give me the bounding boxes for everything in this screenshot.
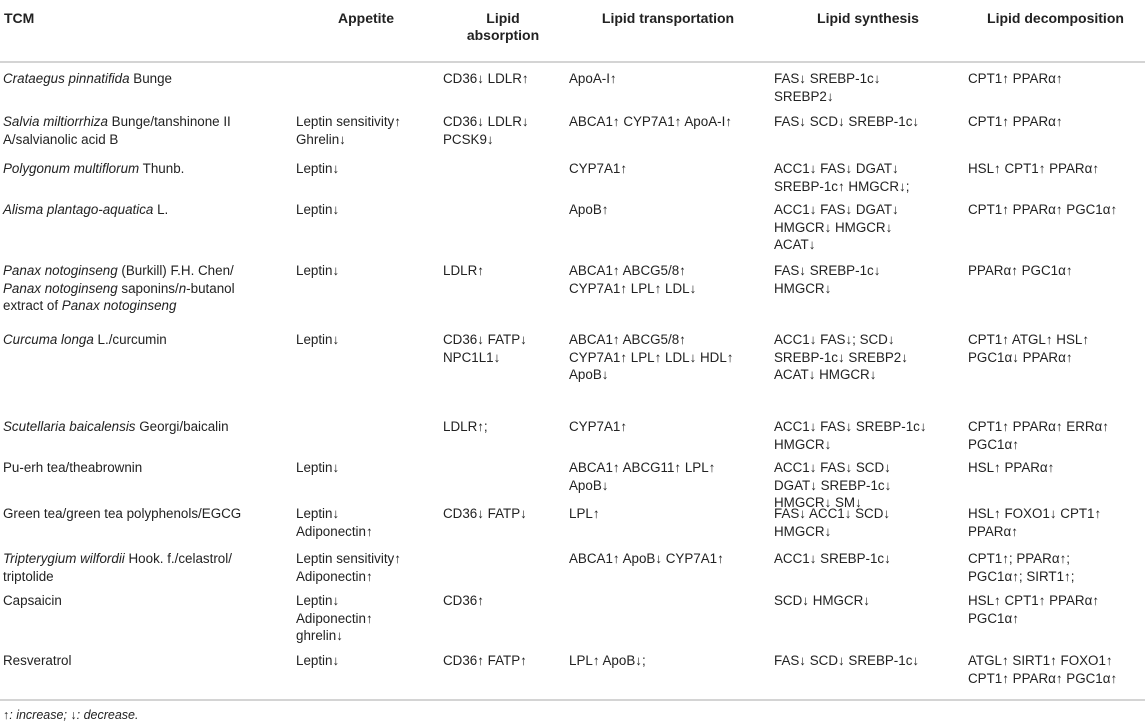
cell-lipid-absorption: LDLR↑; (443, 419, 488, 434)
cell-appetite: Leptin sensitivity↑Adiponectin↑ (296, 551, 401, 584)
table-row: Pu-erh tea/theabrownin Leptin↓ ABCA1↑ ABCG… (0, 453, 1145, 510)
cell-lipid-decomposition: CPT1↑ PPARα↑ (968, 71, 1063, 86)
cell-lipid-transportation: ApoB↑ (569, 202, 609, 217)
cell-lipid-decomposition: CPT1↑ PPARα↑ PGC1α↑ (968, 202, 1118, 217)
cell-lipid-synthesis: ACC1↓ SREBP-1c↓ (774, 551, 891, 566)
cell-tcm: Capsaicin (3, 593, 62, 608)
cell-lipid-transportation: ApoA-I↑ (569, 71, 617, 86)
table-row: Capsaicin Leptin↓Adiponectin↑ghrelin↓ CD36… (0, 586, 1145, 646)
header-tcm: TCM (4, 10, 35, 26)
header-lipid-synthesis: Lipid synthesis (817, 10, 919, 26)
cell-lipid-synthesis: FAS↓ ACC1↓ SCD↓HMGCR↓ (774, 506, 891, 539)
cell-lipid-transportation: ABCA1↑ ApoB↓ CYP7A1↑ (569, 551, 724, 566)
cell-tcm: Panax notoginseng (Burkill) F.H. Chen/Pa… (3, 263, 235, 313)
cell-lipid-absorption: CD36↓ LDLR↑ (443, 71, 529, 86)
header-appetite: Appetite (338, 10, 394, 26)
cell-lipid-transportation: ABCA1↑ ABCG5/8↑CYP7A1↑ LPL↑ LDL↓ HDL↑Apo… (569, 332, 734, 382)
header-lipid-decomposition: Lipid decomposition (987, 10, 1124, 26)
cell-appetite: Leptin↓ (296, 332, 340, 347)
cell-lipid-synthesis: ACC1↓ FAS↓ DGAT↓HMGCR↓ HMGCR↓ACAT↓ (774, 202, 899, 252)
cell-tcm: Tripterygium wilfordii Hook. f./celastro… (3, 551, 232, 584)
cell-tcm: Crataegus pinnatifida Bunge (3, 71, 173, 86)
cell-appetite: Leptin↓ (296, 161, 340, 176)
cell-tcm: Pu-erh tea/theabrownin (3, 460, 143, 475)
cell-lipid-transportation: ABCA1↑ CYP7A1↑ ApoA-I↑ (569, 114, 732, 129)
cell-appetite: Leptin↓ (296, 202, 340, 217)
cell-lipid-synthesis: SCD↓ HMGCR↓ (774, 593, 870, 608)
cell-lipid-absorption: CD36↑ FATP↑ (443, 653, 527, 668)
cell-lipid-synthesis: ACC1↓ FAS↓ SREBP-1c↓HMGCR↓ (774, 419, 927, 452)
header-lipid-transportation: Lipid transportation (601, 10, 735, 26)
cell-lipid-transportation: CYP7A1↑ (569, 161, 628, 176)
cell-tcm: Scutellaria baicalensis Georgi/baicalin (3, 419, 229, 434)
cell-tcm: Polygonum multiflorum Thunb. (3, 161, 185, 176)
cell-lipid-transportation: LPL↑ ApoB↓; (569, 653, 646, 668)
cell-lipid-decomposition: CPT1↑ PPARα↑ ERRα↑PGC1α↑ (968, 419, 1109, 452)
cell-lipid-absorption: CD36↓ FATP↓NPC1L1↓ (443, 332, 527, 365)
cell-lipid-synthesis: ACC1↓ FAS↓ DGAT↓SREBP-1c↑ HMGCR↓; (774, 161, 910, 194)
cell-lipid-decomposition: CPT1↑; PPARα↑;PGC1α↑; SIRT1↑; (968, 551, 1075, 584)
cell-appetite: Leptin sensitivity↑Ghrelin↓ (296, 114, 401, 147)
table-row: Polygonum multiflorum Thunb. Leptin↓ CYP7A… (0, 154, 1145, 195)
cell-appetite: Leptin↓ (296, 653, 340, 668)
cell-lipid-decomposition: CPT1↑ ATGL↑ HSL↑PGC1α↓ PPARα↑ (968, 332, 1090, 365)
cell-tcm: Curcuma longa L./curcumin (3, 332, 167, 347)
cell-lipid-transportation: LPL↑ (569, 506, 600, 521)
cell-tcm: Alisma plantago-aquatica L. (3, 202, 169, 217)
cell-lipid-absorption: LDLR↑ (443, 263, 484, 278)
table-row: Crataegus pinnatifida Bunge CD36↓ LDLR↑ Ap… (0, 64, 1145, 107)
cell-appetite: Leptin↓Adiponectin↑ (296, 506, 373, 539)
cell-lipid-decomposition: HSL↑ CPT1↑ PPARα↑ (968, 161, 1100, 176)
cell-lipid-synthesis: FAS↓ SCD↓ SREBP-1c↓ (774, 653, 920, 668)
cell-tcm: Green tea/green tea polyphenols/EGCG (3, 506, 242, 521)
cell-lipid-synthesis: FAS↓ SREBP-1c↓HMGCR↓ (774, 263, 881, 296)
cell-lipid-decomposition: CPT1↑ PPARα↑ (968, 114, 1063, 129)
table-row: Green tea/green tea polyphenols/EGCG Lept… (0, 499, 1145, 544)
table-row: Scutellaria baicalensis Georgi/baicalin L… (0, 412, 1145, 453)
cell-lipid-decomposition: ATGL↑ SIRT1↑ FOXO1↑CPT1↑ PPARα↑ PGC1α↑ (968, 653, 1118, 686)
cell-tcm: Resveratrol (3, 653, 72, 668)
cell-lipid-transportation: CYP7A1↑ (569, 419, 628, 434)
cell-lipid-synthesis: ACC1↓ FAS↓ SCD↓DGAT↓ SREBP-1c↓HMGCR↓ SM↓ (774, 460, 892, 510)
cell-lipid-absorption: CD36↓ LDLR↓PCSK9↓ (443, 114, 529, 147)
table-row: Resveratrol Leptin↓ CD36↑ FATP↑ LPL↑ ApoB↓;… (0, 646, 1145, 699)
cell-lipid-absorption: CD36↑ (443, 593, 484, 608)
table-bottom-rule (0, 699, 1145, 701)
table-row: Curcuma longa L./curcumin Leptin↓ CD36↓ FA… (0, 325, 1145, 412)
table-row: Tripterygium wilfordii Hook. f./celastro… (0, 544, 1145, 586)
cell-lipid-decomposition: PPARα↑ PGC1α↑ (968, 263, 1073, 278)
cell-appetite: Leptin↓ (296, 263, 340, 278)
cell-appetite: Leptin↓ (296, 460, 340, 475)
cell-lipid-synthesis: FAS↓ SCD↓ SREBP-1c↓ (774, 114, 920, 129)
cell-lipid-transportation: ABCA1↑ ABCG5/8↑CYP7A1↑ LPL↑ LDL↓ (569, 263, 697, 296)
cell-lipid-decomposition: HSL↑ CPT1↑ PPARα↑PGC1α↑ (968, 593, 1100, 626)
cell-lipid-decomposition: HSL↑ FOXO1↓ CPT1↑PPARα↑ (968, 506, 1102, 539)
cell-lipid-synthesis: ACC1↓ FAS↓; SCD↓SREBP-1c↓ SREBP2↓ACAT↓ H… (774, 332, 908, 382)
cell-lipid-transportation: ABCA1↑ ABCG11↑ LPL↑ApoB↓ (569, 460, 716, 493)
table-row: Alisma plantago-aquatica L. Leptin↓ ApoB↑ A… (0, 195, 1145, 256)
cell-appetite: Leptin↓Adiponectin↑ghrelin↓ (296, 593, 373, 643)
cell-lipid-decomposition: HSL↑ PPARα↑ (968, 460, 1055, 475)
table-footnote: ↑: increase; ↓: decrease. (3, 708, 139, 722)
table-row: Panax notoginseng (Burkill) F.H. Chen/Pa… (0, 256, 1145, 325)
cell-lipid-absorption: CD36↓ FATP↓ (443, 506, 527, 521)
cell-lipid-synthesis: FAS↓ SREBP-1c↓SREBP2↓ (774, 71, 881, 104)
